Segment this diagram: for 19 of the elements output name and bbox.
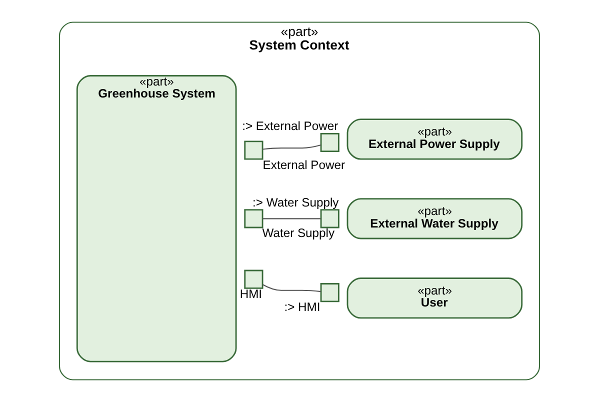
node-label: :> HMI (284, 300, 320, 314)
node-box: «part» External Water Supply (346, 198, 522, 239)
node-label: :> Water Supply (252, 194, 338, 209)
node-box (244, 208, 263, 228)
node-box: «part» External Power Supply (346, 118, 522, 160)
node-box (320, 132, 339, 152)
node-label: External Power (262, 157, 345, 172)
node-box (244, 269, 263, 288)
node-label: Water Supply (262, 226, 334, 240)
node-box: «part» User (346, 277, 522, 318)
node-box: «part» Greenhouse System (76, 74, 236, 362)
node-box (320, 208, 339, 228)
connector (262, 144, 321, 150)
connector (262, 218, 320, 219)
node-label: :> External Power (242, 118, 338, 133)
connector (262, 284, 320, 292)
node-box (244, 140, 263, 160)
node-box (320, 282, 339, 302)
node-label: HMI (239, 286, 262, 300)
